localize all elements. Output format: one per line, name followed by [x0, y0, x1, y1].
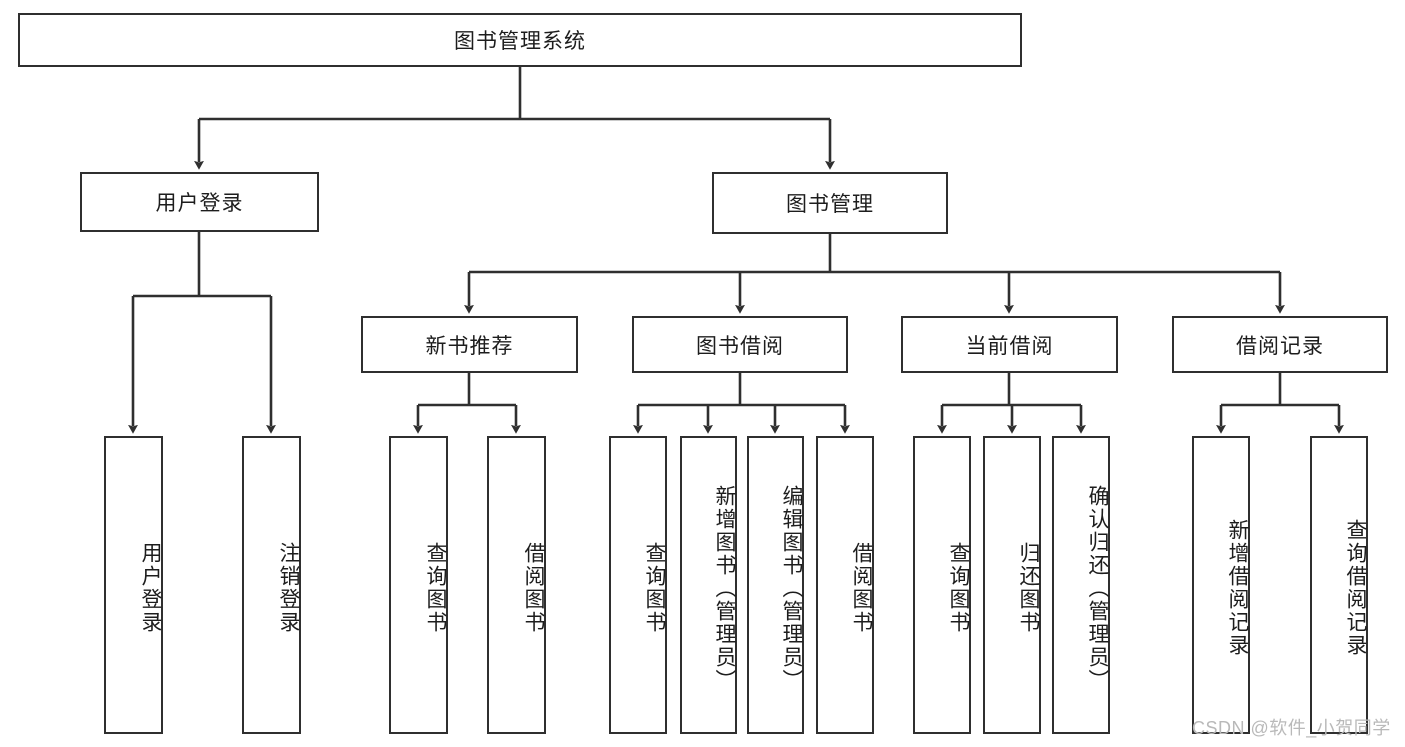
node-leaf-borrow-book-recommend[interactable]: 借阅图书 [487, 436, 546, 734]
node-book-borrow-label: 图书借阅 [696, 334, 784, 358]
node-root-label: 图书管理系统 [454, 30, 586, 53]
node-leaf-logout-login[interactable]: 注销登录 [242, 436, 301, 734]
node-leaf-confirm-return-admin[interactable]: 确认归还（管理员） [1052, 436, 1110, 734]
node-book-borrow[interactable]: 图书借阅 [632, 316, 848, 373]
node-leaf-edit-book-admin[interactable]: 编辑图书（管理员） [747, 436, 804, 734]
node-borrow-record[interactable]: 借阅记录 [1172, 316, 1388, 373]
csdn-watermark: CSDN @软件_小贺同学 [1192, 718, 1391, 738]
node-current-borrow-label: 当前借阅 [965, 334, 1054, 358]
node-leaf-add-book-admin-label: 新增图书（管理员） [713, 484, 736, 692]
node-user-login-label: 用户登录 [155, 192, 244, 215]
node-leaf-query-book-current[interactable]: 查询图书 [913, 436, 971, 734]
node-user-login[interactable]: 用户登录 [80, 172, 319, 232]
node-leaf-query-book-borrow[interactable]: 查询图书 [609, 436, 667, 734]
node-new-book-recommend[interactable]: 新书推荐 [361, 316, 578, 373]
node-leaf-user-login[interactable]: 用户登录 [104, 436, 163, 734]
node-current-borrow[interactable]: 当前借阅 [901, 316, 1118, 373]
node-leaf-add-borrow-record[interactable]: 新增借阅记录 [1192, 436, 1250, 734]
node-leaf-query-book-recommend-label: 查询图书 [424, 542, 447, 634]
node-leaf-borrow-book-borrow-label: 借阅图书 [850, 542, 873, 634]
node-leaf-return-book[interactable]: 归还图书 [983, 436, 1041, 734]
node-root-book-management-system[interactable]: 图书管理系统 [18, 13, 1022, 67]
node-leaf-borrow-book-borrow[interactable]: 借阅图书 [816, 436, 874, 734]
node-book-management[interactable]: 图书管理 [712, 172, 948, 234]
edge-borrow-record-to-leaves [1216, 373, 1344, 434]
node-leaf-borrow-book-recommend-label: 借阅图书 [522, 542, 545, 634]
edge-root-to-level2 [194, 67, 835, 170]
node-leaf-logout-login-label: 注销登录 [277, 542, 300, 634]
node-leaf-confirm-return-admin-label: 确认归还（管理员） [1086, 484, 1109, 692]
node-leaf-add-book-admin[interactable]: 新增图书（管理员） [680, 436, 737, 734]
edge-book-management-to-level3 [464, 234, 1285, 314]
node-leaf-query-book-current-label: 查询图书 [947, 542, 970, 634]
edge-user-login-to-leaves [128, 232, 276, 434]
edge-book-borrow-to-leaves [633, 373, 850, 434]
node-new-book-recommend-label: 新书推荐 [425, 334, 514, 358]
node-borrow-record-label: 借阅记录 [1236, 334, 1324, 358]
node-leaf-user-login-label: 用户登录 [139, 542, 162, 634]
edge-new-book-recommend-to-leaves [413, 373, 521, 434]
edge-current-borrow-to-leaves [937, 373, 1086, 434]
node-leaf-query-book-recommend[interactable]: 查询图书 [389, 436, 448, 734]
node-leaf-edit-book-admin-label: 编辑图书（管理员） [780, 484, 803, 692]
node-leaf-query-borrow-record[interactable]: 查询借阅记录 [1310, 436, 1368, 734]
node-leaf-return-book-label: 归还图书 [1017, 542, 1040, 634]
node-book-management-label: 图书管理 [786, 193, 874, 216]
node-leaf-query-borrow-record-label: 查询借阅记录 [1344, 519, 1367, 657]
node-leaf-add-borrow-record-label: 新增借阅记录 [1226, 519, 1249, 657]
node-leaf-query-book-borrow-label: 查询图书 [643, 542, 666, 634]
